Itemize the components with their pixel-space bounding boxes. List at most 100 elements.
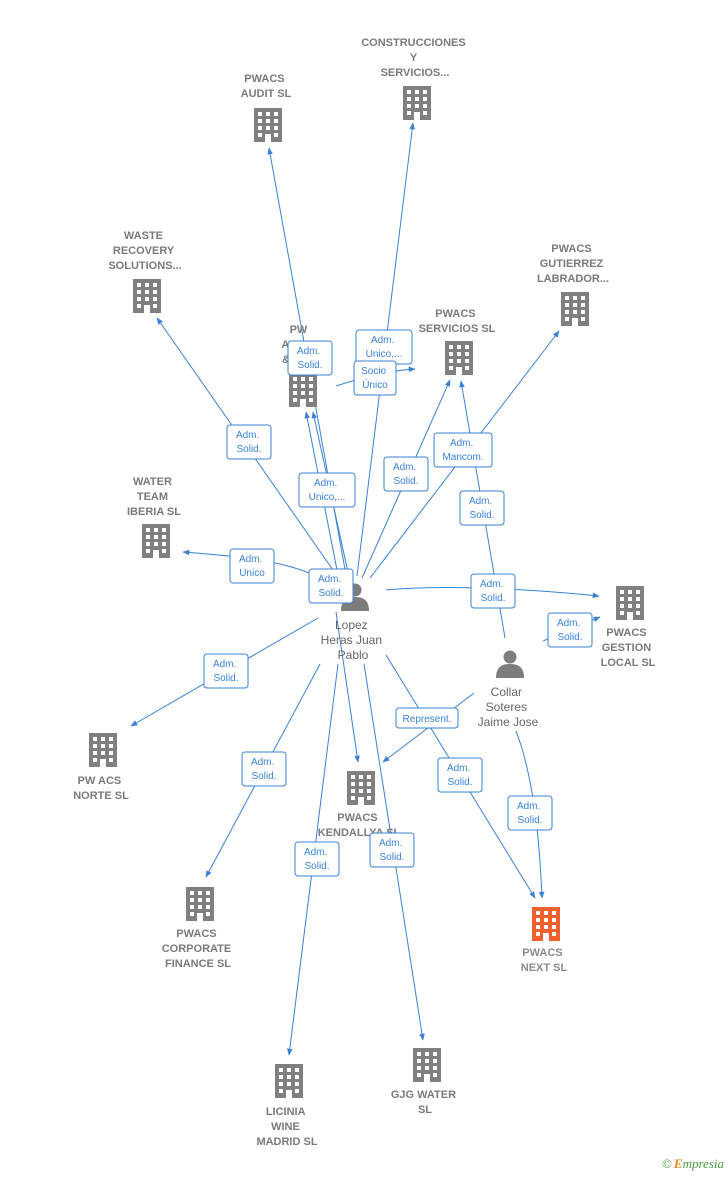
svg-text:Collar Soteres: Collar Soteres Jaime Jose (478, 685, 539, 729)
person-label-line: Heras Juan (321, 633, 382, 647)
node-label-line: PWACS (551, 243, 591, 255)
company-node-pw-acs-norte[interactable]: PW ACS NORTE SL (73, 733, 129, 802)
svg-text:Adm. Solid.: Adm. Solid. (379, 838, 405, 863)
edge-label-represent[interactable]: Represent. (395, 707, 459, 729)
edge-label-pw-adm-unico[interactable]: Adm. Unico,... (298, 472, 356, 508)
node-label-line: GUTIERREZ (540, 258, 604, 270)
node-label-line: LICINIA (266, 1106, 306, 1118)
edge-label-gestion[interactable]: Adm. Solid. (470, 573, 516, 609)
brand-logo-text: mpresia (682, 1156, 724, 1171)
edge-label-line: Adm. (517, 801, 540, 812)
edge-label-collar-servicios[interactable]: Adm. Solid. (459, 490, 505, 526)
node-label-line: SL (418, 1104, 432, 1116)
node-label-line: IBERIA SL (127, 506, 181, 518)
edge-label-line: Solid. (304, 861, 329, 872)
edge-label-next-collar[interactable]: Adm. Solid. (507, 795, 553, 831)
edge-label-center[interactable]: Adm. Solid. (308, 568, 354, 604)
node-label-line: LABRADOR... (537, 273, 609, 285)
company-node-gjg-water[interactable]: GJG WATER SL (391, 1048, 459, 1116)
node-label-line: WINE (271, 1121, 300, 1133)
svg-text:LICINIA WINE M: LICINIA WINE MADRID SL (256, 1106, 317, 1148)
edge-label-norte[interactable]: Adm. Solid. (203, 653, 249, 689)
brand-logo-initial: E (673, 1156, 683, 1171)
edge-label-line: Adm. (297, 346, 320, 357)
edge-label-gutierrez[interactable]: Adm. Mancom. (433, 432, 493, 468)
node-label-line: PWACS (606, 627, 646, 639)
company-node-pwacs-corporate[interactable]: PWACS CORPORATE FINANCE SL (162, 887, 235, 970)
edge-label-line: Único (362, 378, 388, 391)
svg-text:Adm. Solid.: Adm. Solid. (318, 574, 344, 599)
node-label-line: FINANCE SL (165, 958, 231, 970)
building-icon (403, 86, 431, 120)
company-node-pwacs-gutierrez[interactable]: PWACS GUTIERREZ LABRADOR... (537, 243, 609, 326)
edge-label-line: Unico,... (366, 349, 403, 360)
edge-label-waste[interactable]: Adm. Solid. (226, 424, 272, 460)
svg-text:Adm. Solid.: Adm. Solid. (393, 462, 419, 487)
company-node-waste-recovery[interactable]: WASTE RECOVERY SOLUTIONS... (108, 230, 182, 313)
svg-text:Adm. Solid.: Adm. Solid. (304, 847, 330, 872)
svg-text:Adm. Solid.: Adm. Solid. (213, 659, 239, 684)
svg-text:CONSTRUCCIONES Y: CONSTRUCCIONES Y SERVICIOS... (361, 37, 469, 79)
svg-text:Socio Único: Socio Único (361, 366, 389, 391)
svg-text:Adm. Unico,...: Adm. Unico,... (366, 335, 403, 360)
company-node-water-team[interactable]: WATER TEAM IBERIA SL (127, 476, 181, 558)
edge-label-line: Solid. (379, 852, 404, 863)
brand-footer[interactable]: ©Empresia (662, 1156, 724, 1172)
svg-text:PWACS GESTION: PWACS GESTION LOCAL SL (601, 627, 656, 669)
svg-text:Adm. Unico: Adm. Unico (239, 554, 265, 579)
edge-label-line: Adm. (318, 574, 341, 585)
company-node-licinia[interactable]: LICINIA WINE MADRID SL (256, 1064, 318, 1148)
building-icon (133, 279, 161, 313)
edge-label-gjg[interactable]: Adm. Solid. (369, 832, 415, 868)
node-label-line: PWACS (176, 928, 216, 940)
company-node-pwacs-audit[interactable]: PWACS AUDIT SL (241, 73, 292, 142)
svg-text:PWACS GUTIERREZ: PWACS GUTIERREZ LABRADOR... (537, 243, 609, 285)
company-node-pwacs-servicios[interactable]: PWACS SERVICIOS SL (419, 308, 496, 375)
company-node-pwacs-kendallya[interactable]: PWACS KENDALLYA SL (318, 771, 401, 839)
edge-label-audit[interactable]: Adm. Solid. (287, 340, 333, 376)
edge-label-line: Adm. (251, 757, 274, 768)
node-label-line: RECOVERY (113, 245, 175, 257)
person-icon (496, 650, 524, 678)
svg-text:Adm. Solid.: Adm. Solid. (251, 757, 277, 782)
edge-label-line: Solid. (480, 593, 505, 604)
svg-text:Adm. Solid.: Adm. Solid. (480, 579, 506, 604)
edge-label-line: Adm. (480, 579, 503, 590)
svg-text:Adm. Mancom.: Adm. Mancom. (442, 438, 483, 463)
building-icon (616, 586, 644, 620)
node-label-line: Y (410, 52, 418, 64)
edge-label-licinia[interactable]: Adm. Solid. (294, 841, 340, 877)
building-icon (186, 887, 214, 921)
edge-label-line: Adm. (469, 496, 492, 507)
edge-line-kendallya (335, 611, 360, 763)
person-node-collar[interactable]: Collar Soteres Jaime Jose (478, 650, 539, 730)
edge-label-construcciones[interactable]: Adm. Unico,... (355, 329, 413, 365)
edge-label-line: Solid. (557, 632, 582, 643)
edge-label-line: Adm. (236, 430, 259, 441)
building-icon (445, 341, 473, 375)
edge-label-pw-adm-socio[interactable]: Socio Único (353, 360, 397, 396)
building-icon (561, 292, 589, 326)
company-node-pwacs-gestion[interactable]: PWACS GESTION LOCAL SL (601, 586, 656, 669)
edge-label-line: Represent. (403, 714, 452, 725)
node-label-line: CONSTRUCCIONES (361, 37, 466, 49)
person-label-line: Collar (491, 685, 522, 699)
node-label-line: AUDIT SL (241, 88, 292, 100)
company-node-pwacs-next[interactable]: PWACS NEXT SL (521, 907, 568, 974)
node-label-line: NEXT SL (521, 962, 568, 974)
building-icon-highlighted (532, 907, 560, 941)
edge-label-line: Adm. (557, 618, 580, 629)
person-node-lopez[interactable]: Lopez Heras Juan Pablo (321, 583, 386, 663)
node-label-line: NORTE SL (73, 790, 129, 802)
edge-label-collar-gestion[interactable]: Adm. Solid. (547, 612, 593, 648)
company-node-construcciones[interactable]: CONSTRUCCIONES Y SERVICIOS... (361, 37, 469, 120)
edge-label-corporate[interactable]: Adm. Solid. (241, 751, 287, 787)
building-icon (142, 524, 170, 558)
person-label-line: Jaime Jose (478, 715, 539, 729)
building-icon (254, 108, 282, 142)
edge-label-water-team[interactable]: Adm. Unico (229, 548, 275, 584)
svg-text:PWACS CORPORATE: PWACS CORPORATE FINANCE SL (162, 928, 235, 970)
edge-label-next-lopez[interactable]: Adm. Solid. (437, 757, 483, 793)
edge-label-servicios[interactable]: Adm. Solid. (383, 456, 429, 492)
